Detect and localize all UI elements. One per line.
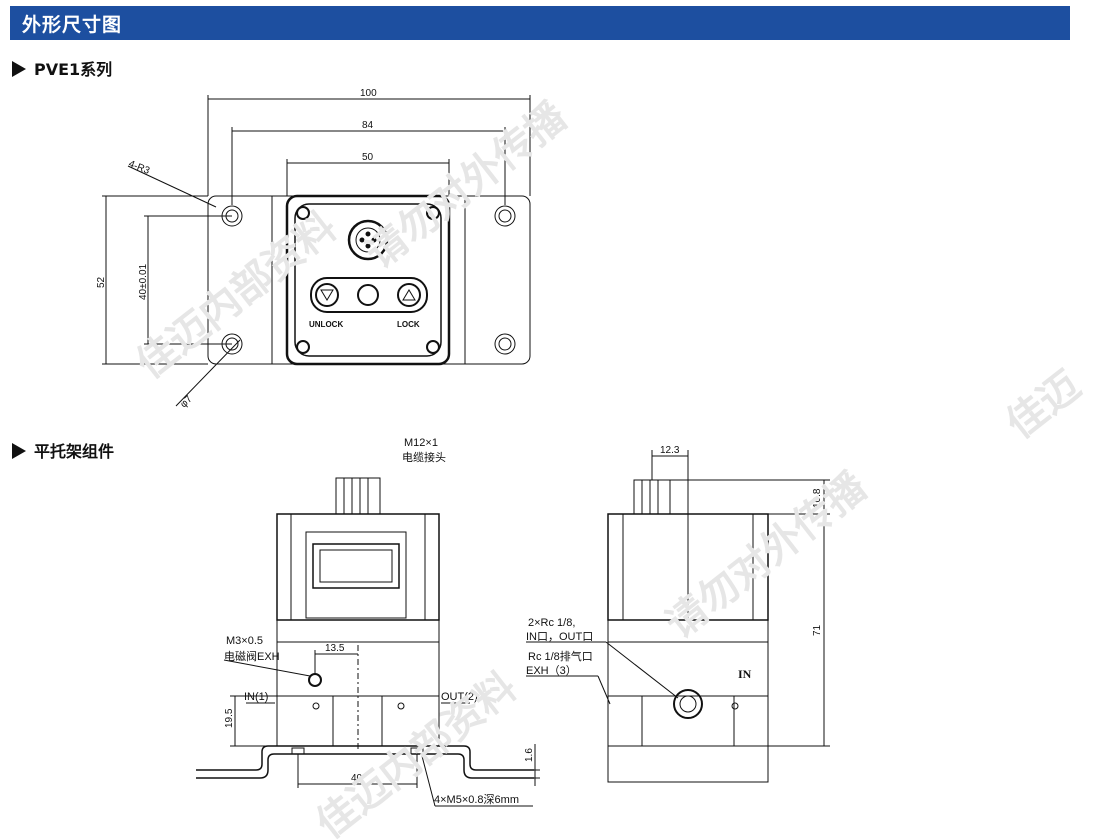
connector-sub-label: 电缆接头 <box>402 451 446 464</box>
dim-10-8: 10.8 <box>812 488 823 508</box>
unlock-label: UNLOCK <box>309 320 343 329</box>
dim-hole: φ7 <box>178 394 195 411</box>
page-title: 外形尺寸图 <box>22 14 123 36</box>
watermark-text: 佳迈内部资料 <box>128 204 345 388</box>
in-mark: IN <box>738 667 752 681</box>
mount-label: 4×M5×0.8深6mm <box>434 793 519 806</box>
connector-label: M12×1 <box>404 437 438 449</box>
watermark-text: 请勿对外传播 <box>358 93 576 278</box>
triangle-icon <box>12 61 26 77</box>
dim-19-5: 19.5 <box>224 708 235 728</box>
port-label: 2×Rc 1/8, <box>528 617 575 629</box>
triangle-icon <box>12 443 26 459</box>
dim-13-5: 13.5 <box>325 643 345 654</box>
dim-1-6: 1.6 <box>524 748 535 762</box>
dim-71: 71 <box>812 624 823 636</box>
dim-84: 84 <box>362 120 374 131</box>
out-port-label: OUT(2) <box>441 691 478 703</box>
dim-12-3: 12.3 <box>660 445 680 456</box>
screw-label: M3×0.5 <box>226 635 263 647</box>
side-view <box>526 450 830 783</box>
watermark-text: 佳迈内部资料 <box>308 664 525 840</box>
watermark-text: 佳迈 <box>998 362 1089 448</box>
exhaust-label: Rc 1/8排气口 <box>528 649 593 663</box>
dim-100: 100 <box>360 88 377 99</box>
top-view <box>102 95 531 407</box>
in-port-label: IN(1) <box>244 691 268 703</box>
dim-50: 50 <box>362 152 374 163</box>
screw-sub-label: 电磁阀EXH <box>224 649 280 663</box>
front-view <box>196 477 540 807</box>
dim-52: 52 <box>96 276 107 288</box>
section-bracket-label: 平托架组件 <box>34 442 115 461</box>
dim-radius: 4-R3 <box>127 159 152 177</box>
lock-label: LOCK <box>397 320 420 329</box>
section-bracket: 平托架组件 <box>12 438 114 462</box>
exhaust-sub-label: EXH（3） <box>526 664 577 677</box>
dim-40-tol: 40±0.01 <box>138 263 149 300</box>
header-bar: 外形尺寸图 <box>10 6 1070 40</box>
section-series: PVE1系列 <box>12 56 112 80</box>
port-sub-label: IN口，OUT口 <box>526 631 593 643</box>
section-series-label: PVE1系列 <box>34 60 113 79</box>
dim-40: 40 <box>351 773 363 784</box>
